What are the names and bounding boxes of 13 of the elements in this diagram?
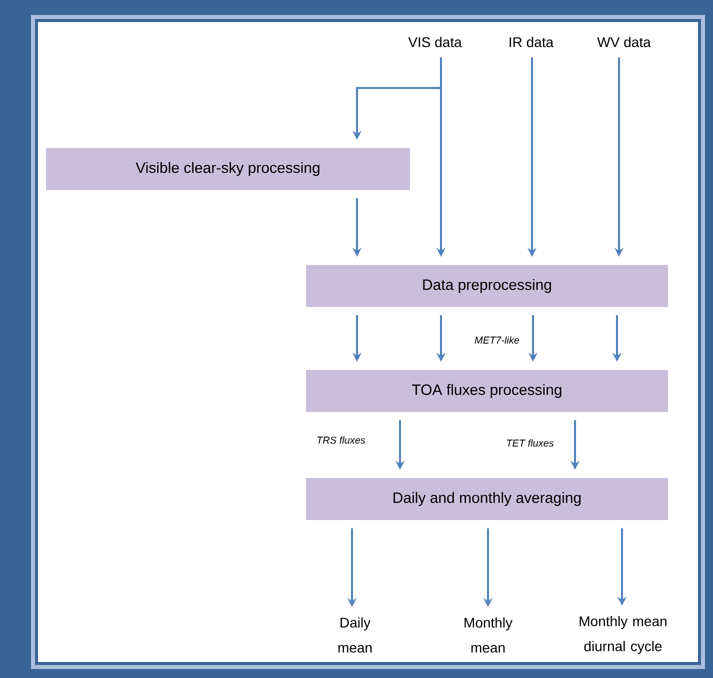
edge-label: MET7-like (474, 336, 520, 344)
process-box: TOA fluxes processing (306, 370, 668, 412)
process-box: Daily and monthly averaging (306, 478, 668, 520)
input-label: IR data (510, 36, 554, 48)
input-label: VIS data (408, 36, 462, 48)
process-box: Visible clear-sky processing (46, 148, 410, 190)
output-label: Daily mean (338, 617, 372, 653)
edge-label: TET fluxes (507, 439, 554, 447)
output-label: Monthly mean diurnal cycle (580, 616, 666, 654)
edge-label: TRS fluxes (317, 436, 366, 444)
output-label: Monthly mean (464, 617, 512, 653)
input-label: WV data (597, 36, 651, 48)
process-box: Data preprocessing (306, 265, 668, 307)
